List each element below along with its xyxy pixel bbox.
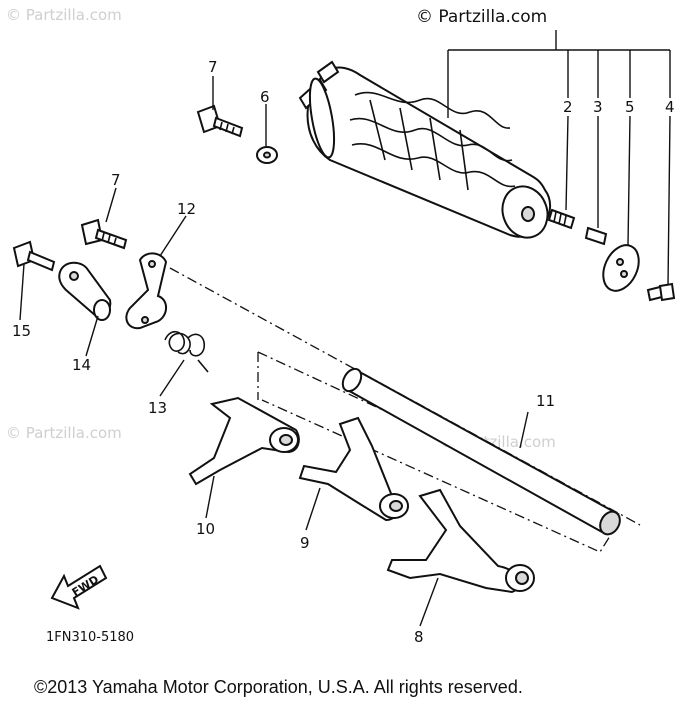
part-12-lever — [125, 252, 168, 330]
part-6-washer — [256, 146, 278, 164]
part-8-shift-fork — [386, 488, 535, 594]
part-15-bolt — [12, 240, 56, 272]
part-10-shift-fork — [188, 396, 300, 486]
callout-6: 6 — [260, 88, 270, 106]
callout-3: 3 — [593, 98, 603, 116]
callout-9: 9 — [300, 534, 310, 552]
part-14-lever — [58, 261, 112, 321]
callout-8: 8 — [414, 628, 424, 646]
callout-7-upper: 7 — [208, 58, 218, 76]
callout-13: 13 — [148, 399, 167, 417]
diagram-code: 1FN310-5180 — [46, 630, 134, 645]
callout-15: 15 — [12, 322, 31, 340]
copyright-notice: ©2013 Yamaha Motor Corporation, U.S.A. A… — [34, 677, 523, 697]
callout-14: 14 — [72, 356, 91, 374]
callout-10: 10 — [196, 520, 215, 538]
shift-drum — [298, 60, 551, 239]
leader-lines — [19, 76, 529, 627]
part-5-plate — [602, 244, 640, 292]
part-11-shift-rod — [341, 367, 621, 536]
watermark-mid-left: © Partzilla.com — [6, 424, 122, 442]
watermark-top-right: © Partzilla.com — [416, 7, 547, 27]
part-9-shift-fork — [298, 416, 409, 522]
callout-11: 11 — [536, 392, 555, 410]
callout-12: 12 — [177, 200, 196, 218]
callout-7-lower: 7 — [111, 171, 121, 189]
fwd-arrow: FWD — [50, 564, 108, 610]
part-2-pin — [547, 208, 576, 230]
callout-4: 4 — [665, 98, 675, 116]
watermark-top-left: © Partzilla.com — [6, 6, 122, 24]
part-7-bolt-lower — [80, 218, 128, 250]
part-3-collar — [584, 226, 608, 246]
part-13-spring — [164, 330, 209, 373]
part-4-screw — [646, 282, 676, 302]
callout-5: 5 — [625, 98, 635, 116]
part-7-bolt-upper — [196, 104, 244, 138]
shift-drum-group-bracket — [447, 30, 671, 287]
callout-2: 2 — [563, 98, 573, 116]
